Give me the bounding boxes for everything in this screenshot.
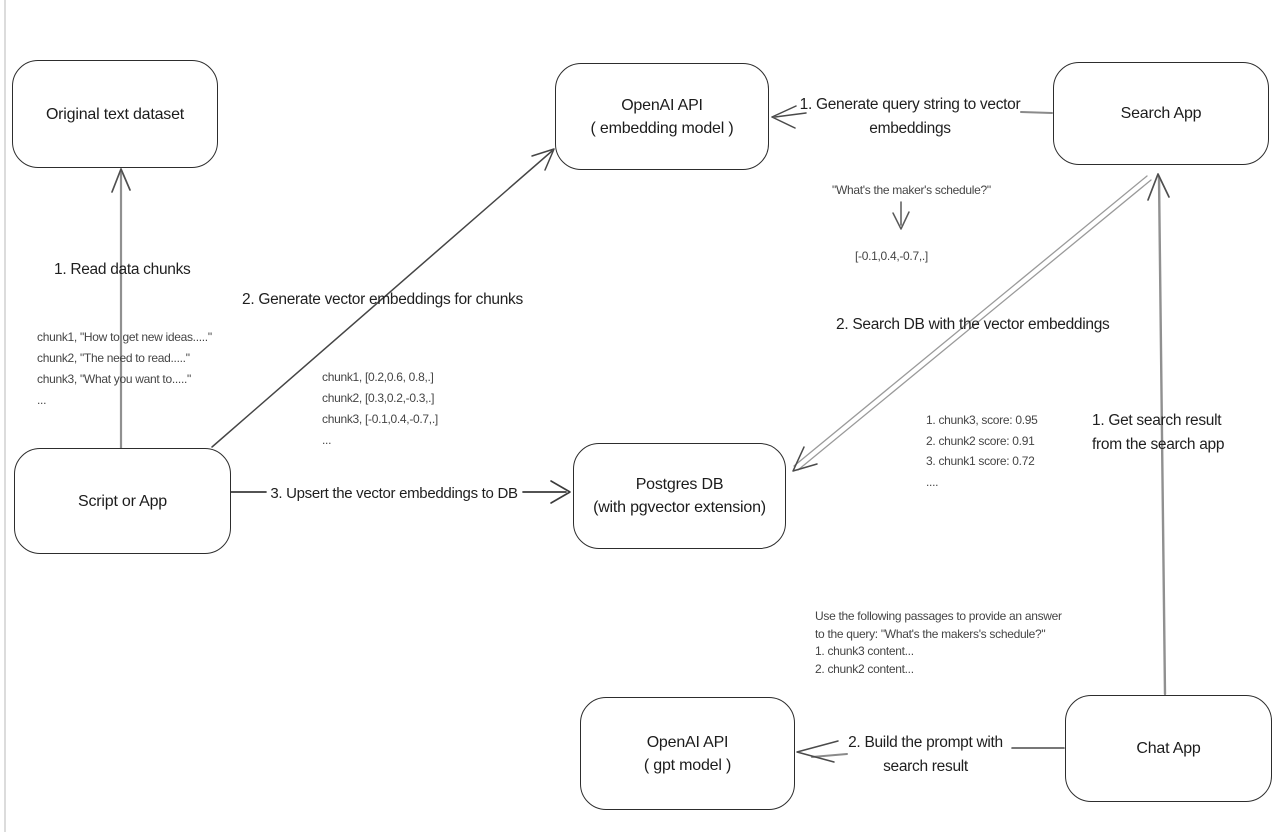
annotation-chunk-texts: chunk1, "How to get new ideas....." chun… [37, 327, 212, 411]
node-postgres-db: Postgres DB (with pgvector extension) [573, 443, 786, 549]
node-script-or-app: Script or App [14, 448, 231, 554]
edge-label-get-search-result: 1. Get search result from the search app [1092, 409, 1224, 457]
node-label: Chat App [1136, 740, 1201, 757]
annotation-line: 2. chunk2 content... [815, 661, 914, 676]
generate-embeddings-arrow [211, 148, 555, 448]
edge-label-search-db: 2. Search DB with the vector embeddings [836, 316, 1110, 333]
annotation-line: 3. chunk1 score: 0.72 [926, 454, 1035, 468]
node-openai-embedding: OpenAI API ( embedding model ) [555, 63, 769, 170]
annotation-line: chunk1, "How to get new ideas....." [37, 330, 212, 344]
build-prompt-arrow [796, 740, 1065, 763]
annotation-search-scores: 1. chunk3, score: 0.95 2. chunk2 score: … [926, 410, 1038, 492]
annotation-query-vector: [-0.1,0.4,-0.7,.] [855, 249, 928, 263]
annotation-line: to the query: "What's the makers's sched… [815, 626, 1046, 641]
edge-label-line1: 1. Get search result [1092, 412, 1222, 429]
edge-label-generate-embeddings: 2. Generate vector embeddings for chunks [242, 291, 523, 308]
annotation-line: chunk3, [-0.1,0.4,-0.7,.] [322, 412, 438, 426]
node-openai-gpt: OpenAI API ( gpt model ) [580, 697, 795, 810]
edge-label-build-prompt: 2. Build the prompt with search result [838, 731, 1013, 779]
annotation-line: .... [926, 474, 939, 489]
annotation-line: ... [322, 433, 332, 447]
annotation-line: chunk1, [0.2,0.6, 0.8,.] [322, 370, 434, 384]
get-search-result-arrow [1147, 173, 1170, 696]
node-chat-app: Chat App [1065, 695, 1272, 802]
node-label-line2: (with pgvector extension) [593, 499, 766, 516]
read-chunks-arrow [111, 168, 131, 452]
edge-label-line2: embeddings [869, 120, 951, 137]
edge-label-read-chunks: 1. Read data chunks [54, 261, 191, 278]
annotation-line: chunk2, [0.3,0.2,-0.3,.] [322, 391, 435, 405]
upsert-arrow [230, 480, 571, 504]
annotation-line: ... [37, 393, 47, 407]
annotation-line: chunk3, "What you want to....." [37, 372, 191, 386]
annotation-prompt-example: Use the following passages to provide an… [815, 608, 1062, 678]
node-label-line1: OpenAI API [621, 96, 703, 114]
node-label: Script or App [77, 492, 167, 510]
edge-label-query-to-vector: 1. Generate query string to vector embed… [790, 93, 1030, 141]
annotation-query-question: "What's the maker's schedule?" [832, 183, 991, 197]
query-down-arrow [892, 201, 910, 230]
node-label-line1: OpenAI API [646, 733, 729, 751]
node-label-line1: Postgres DB [635, 476, 724, 493]
node-label-line2: ( embedding model ) [590, 119, 734, 137]
node-search-app: Search App [1053, 62, 1269, 165]
annotation-line: chunk2, "The need to read....." [37, 351, 190, 365]
node-original-text-dataset: Original text dataset [12, 60, 218, 168]
node-label: Original text dataset [45, 105, 185, 123]
annotation-line: Use the following passages to provide an… [815, 609, 1062, 623]
edge-label-line1: 2. Build the prompt with [848, 734, 1003, 751]
annotation-chunk-vectors: chunk1, [0.2,0.6, 0.8,.] chunk2, [0.3,0.… [322, 367, 438, 451]
query-to-vector-arrow [771, 105, 1053, 129]
annotation-line: 1. chunk3, score: 0.95 [926, 413, 1038, 427]
edge-label-line1: 1. Generate query string to vector [799, 96, 1021, 113]
annotation-line: 2. chunk2 score: 0.91 [926, 433, 1035, 448]
node-label: Search App [1120, 105, 1202, 122]
annotation-line: 1. chunk3 content... [815, 644, 914, 658]
node-label-line2: ( gpt model ) [643, 756, 732, 774]
edge-label-line2: search result [883, 758, 968, 775]
canvas-left-edge [4, 0, 6, 832]
edge-label-upsert: 3. Upsert the vector embeddings to DB [270, 485, 518, 502]
edge-label-line2: from the search app [1092, 436, 1225, 453]
search-db-arrow [792, 175, 1152, 472]
